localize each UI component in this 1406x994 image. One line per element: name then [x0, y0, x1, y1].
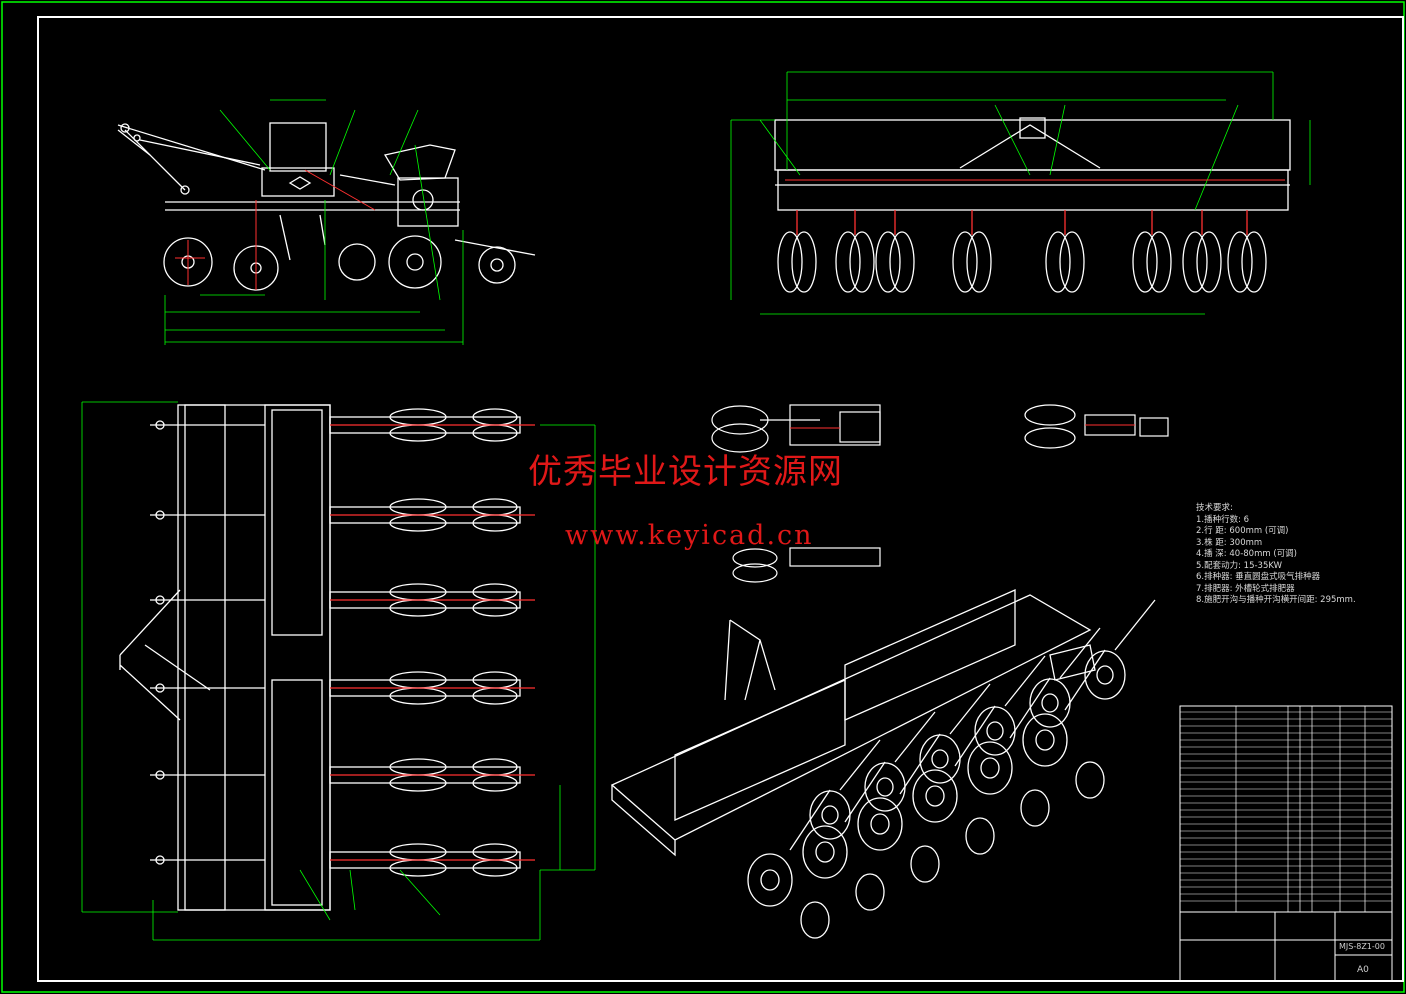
front-view: [774, 117, 1291, 293]
tech-item: 1.播种行数: 6: [1196, 514, 1250, 525]
technical-requirements: 技术要求: 1.播种行数: 6 2.行 距: 600mm (可调) 3.株 距:…: [1196, 503, 1356, 607]
watermark-title: 优秀毕业设计资源网: [528, 452, 843, 492]
title-block: [1179, 705, 1393, 982]
tech-item: 3.株 距: 300mm: [1196, 537, 1263, 548]
side-view: [117, 122, 536, 291]
watermark-url: www.keyicad.cn: [565, 520, 814, 551]
drawing-number: MJS-8Z1-00: [1339, 942, 1385, 951]
tech-item: 7.排肥器: 外槽轮式排肥器: [1196, 583, 1295, 594]
isometric-view: [610, 589, 1156, 939]
tech-item: 4.播 深: 40-80mm (可调): [1196, 549, 1297, 559]
tech-heading: 技术要求:: [1196, 503, 1233, 513]
tech-item: 6.排种器: 垂直圆盘式吸气排种器: [1196, 572, 1321, 582]
top-view: [119, 404, 535, 911]
tech-item: 2.行 距: 600mm (可调): [1196, 526, 1289, 536]
tech-item: 5.配套动力: 15-35KW: [1196, 560, 1283, 571]
tech-item: 8.施肥开沟与播种开沟横开间距: 295mm.: [1196, 595, 1356, 605]
sheet-size: A0: [1357, 965, 1369, 975]
section-views: [711, 404, 1169, 583]
